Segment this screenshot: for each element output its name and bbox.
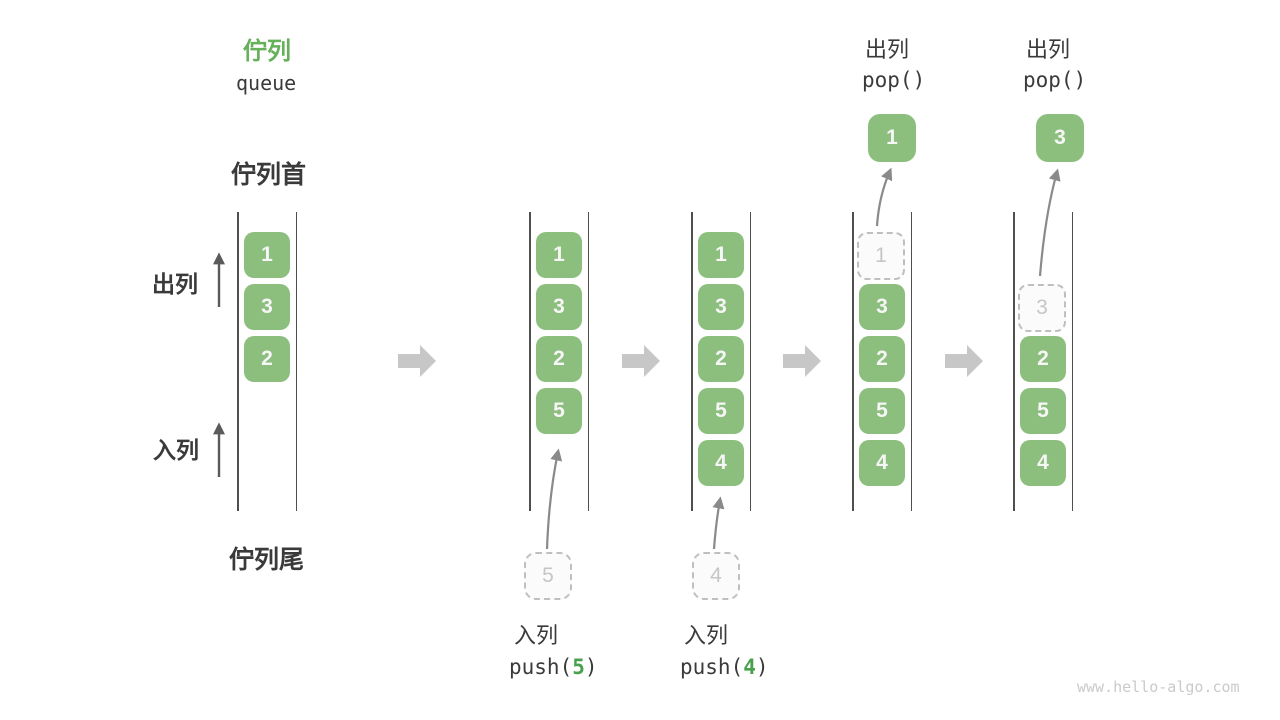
queue-item: 5 <box>1020 388 1066 434</box>
queue-item: 3 <box>698 284 744 330</box>
page-subtitle: queue <box>236 71 297 95</box>
dequeue-side-label: 出列 <box>152 271 198 297</box>
step-arrow-1 <box>398 345 436 377</box>
queue-item: 1 <box>698 232 744 278</box>
popped-item-2: 3 <box>1036 114 1084 162</box>
queue-wall-right <box>749 212 751 511</box>
push-code-2-suffix: ) <box>755 655 769 679</box>
step-arrow-3 <box>783 345 821 377</box>
queue-column-1: 1 3 2 <box>237 212 297 511</box>
push-code-1-prefix: push( <box>509 655 573 679</box>
queue-wall-right <box>910 212 912 511</box>
queue-wall-right <box>1071 212 1073 511</box>
popped-item-1: 1 <box>868 114 916 162</box>
queue-wall-right <box>587 212 589 511</box>
queue-item: 4 <box>859 440 905 486</box>
pop-label-2: 出列 <box>1026 37 1071 62</box>
step-arrow-4 <box>945 345 983 377</box>
push-label-1: 入列 <box>514 623 559 648</box>
queue-front-label: 佇列首 <box>231 161 307 189</box>
pushed-item-1: 5 <box>524 552 572 600</box>
queue-wall-left <box>691 212 693 511</box>
step-arrow-2 <box>622 345 660 377</box>
queue-item-removed: 1 <box>857 232 905 280</box>
queue-rear-label: 佇列尾 <box>229 546 305 574</box>
queue-item: 3 <box>859 284 905 330</box>
push-code-2-arg: 4 <box>743 655 756 679</box>
push-code-2-prefix: push( <box>680 655 744 679</box>
pop-code-2: pop() <box>1023 68 1087 92</box>
queue-item: 5 <box>698 388 744 434</box>
push-code-2: push(4) <box>680 655 769 679</box>
queue-item: 2 <box>859 336 905 382</box>
queue-item: 3 <box>536 284 582 330</box>
queue-wall-left <box>529 212 531 511</box>
push-code-1-arg: 5 <box>572 655 585 679</box>
queue-column-2: 1 3 2 5 <box>529 212 589 511</box>
queue-item: 1 <box>536 232 582 278</box>
queue-wall-left <box>852 212 854 511</box>
queue-column-3: 1 3 2 5 4 <box>691 212 751 511</box>
pop-label-1: 出列 <box>865 37 910 62</box>
queue-wall-left <box>1013 212 1015 511</box>
pushed-item-2: 4 <box>692 552 740 600</box>
queue-item: 2 <box>244 336 290 382</box>
queue-item: 2 <box>536 336 582 382</box>
queue-item: 3 <box>244 284 290 330</box>
watermark: www.hello-algo.com <box>1077 678 1240 696</box>
queue-wall-left <box>237 212 239 511</box>
queue-item: 4 <box>698 440 744 486</box>
push-code-1: push(5) <box>509 655 598 679</box>
queue-wall-right <box>295 212 297 511</box>
enqueue-side-label: 入列 <box>153 437 199 463</box>
queue-item-removed: 3 <box>1018 284 1066 332</box>
push-label-2: 入列 <box>684 623 729 648</box>
queue-item: 5 <box>859 388 905 434</box>
page-title: 佇列 <box>243 38 291 65</box>
queue-item: 2 <box>698 336 744 382</box>
push-code-1-suffix: ) <box>584 655 598 679</box>
queue-item: 2 <box>1020 336 1066 382</box>
queue-item: 4 <box>1020 440 1066 486</box>
queue-item: 5 <box>536 388 582 434</box>
pop-code-1: pop() <box>862 68 926 92</box>
queue-item: 1 <box>244 232 290 278</box>
